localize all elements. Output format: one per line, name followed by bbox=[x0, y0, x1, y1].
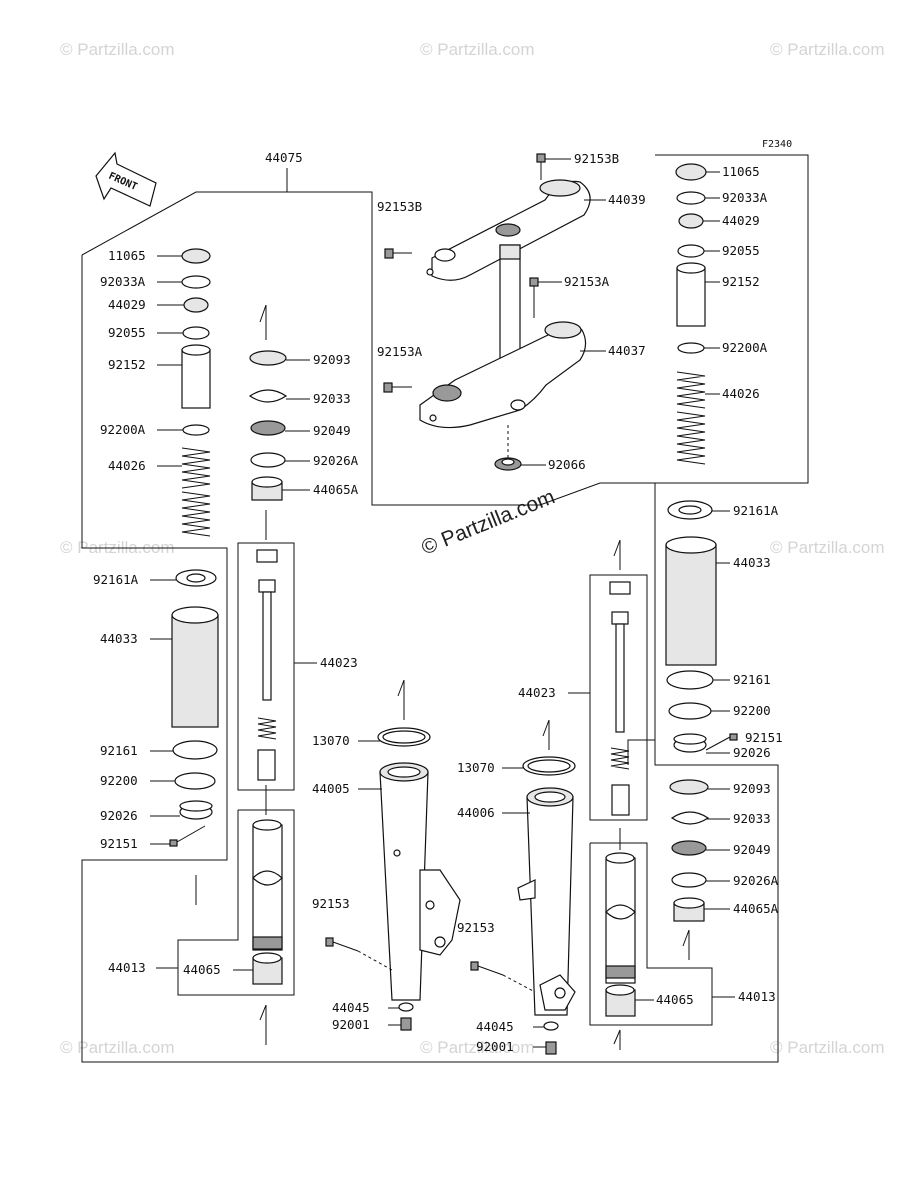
part-label[interactable]: 92093 bbox=[313, 352, 351, 367]
part-label[interactable]: 92033 bbox=[733, 811, 771, 826]
watermark-text: © Partzilla.com bbox=[60, 40, 175, 59]
part-label[interactable]: 13070 bbox=[312, 733, 350, 748]
part-label[interactable]: 92001 bbox=[332, 1017, 370, 1032]
part-label[interactable]: 92161 bbox=[733, 672, 771, 687]
center-left-column-parts bbox=[248, 304, 288, 1045]
figure-code: F2340 bbox=[762, 139, 792, 150]
watermark-main: © Partzilla.com bbox=[418, 485, 558, 559]
part-label[interactable]: 92161A bbox=[733, 503, 779, 518]
part-label[interactable]: 92033 bbox=[313, 391, 351, 406]
part-label[interactable]: 44033 bbox=[733, 555, 771, 570]
part-label[interactable]: 44065A bbox=[313, 482, 359, 497]
part-label[interactable]: 92151 bbox=[100, 836, 138, 851]
part-label[interactable]: 92153A bbox=[564, 274, 610, 289]
part-label[interactable]: 44029 bbox=[108, 297, 146, 312]
part-labels: 44075 92153B 44039 92153B 92153A 92153A … bbox=[93, 150, 783, 1054]
part-label[interactable]: 92200 bbox=[733, 703, 771, 718]
bolt-92153A-top bbox=[529, 277, 539, 318]
part-label[interactable]: 44033 bbox=[100, 631, 138, 646]
part-label[interactable]: 44039 bbox=[608, 192, 646, 207]
part-label[interactable]: 44037 bbox=[608, 343, 646, 358]
part-label[interactable]: 92049 bbox=[313, 423, 351, 438]
part-label[interactable]: 11065 bbox=[108, 248, 146, 263]
part-label[interactable]: 44026 bbox=[722, 386, 760, 401]
part-label[interactable]: 92153 bbox=[312, 896, 350, 911]
part-label[interactable]: 44006 bbox=[457, 805, 495, 820]
part-label[interactable]: 92161A bbox=[93, 572, 139, 587]
part-label[interactable]: 44005 bbox=[312, 781, 350, 796]
right-column-parts bbox=[665, 163, 738, 960]
part-label[interactable]: 92152 bbox=[108, 357, 146, 372]
part-label[interactable]: 92153A bbox=[377, 344, 423, 359]
bolt-92153B-left bbox=[384, 248, 412, 259]
screw-92151-right bbox=[705, 733, 738, 751]
part-label[interactable]: 92049 bbox=[733, 842, 771, 857]
part-label[interactable]: 44045 bbox=[476, 1019, 514, 1034]
part-label[interactable]: 44029 bbox=[722, 213, 760, 228]
part-label[interactable]: 44023 bbox=[518, 685, 556, 700]
part-label[interactable]: 92026A bbox=[313, 453, 359, 468]
leader-lines bbox=[150, 158, 730, 1048]
spring-44026-right bbox=[676, 371, 706, 465]
part-label[interactable]: 92152 bbox=[722, 274, 760, 289]
part-label[interactable]: 44075 bbox=[265, 150, 303, 165]
part-label[interactable]: 92055 bbox=[108, 325, 146, 340]
watermark-text: © Partzilla.com bbox=[60, 1038, 175, 1057]
part-label[interactable]: 44023 bbox=[320, 655, 358, 670]
outer-tube-44006 bbox=[470, 719, 576, 1055]
part-label[interactable]: 44013 bbox=[738, 989, 776, 1004]
bolt-92153-center-left bbox=[325, 937, 393, 971]
part-label[interactable]: 92033A bbox=[722, 190, 768, 205]
part-label[interactable]: 92093 bbox=[733, 781, 771, 796]
bolt-92153B-top bbox=[536, 153, 546, 180]
part-label[interactable]: 44065 bbox=[656, 992, 694, 1007]
part-label[interactable]: 92055 bbox=[722, 243, 760, 258]
part-label[interactable]: 92026 bbox=[100, 808, 138, 823]
watermark-text: © Partzilla.com bbox=[420, 1038, 535, 1057]
left-column-parts bbox=[169, 248, 219, 905]
part-label[interactable]: 92161 bbox=[100, 743, 138, 758]
center-right-column-parts bbox=[605, 539, 636, 1050]
screw-92151-left bbox=[169, 825, 206, 847]
part-label[interactable]: 92153B bbox=[377, 199, 422, 214]
part-label[interactable]: 44065A bbox=[733, 901, 779, 916]
front-arrow-icon: FRONT bbox=[95, 151, 157, 207]
part-label[interactable]: 92026A bbox=[733, 873, 779, 888]
part-label[interactable]: 92153B bbox=[574, 151, 619, 166]
part-label[interactable]: 44013 bbox=[108, 960, 146, 975]
watermark-text: © Partzilla.com bbox=[770, 1038, 885, 1057]
steering-stem-44037 bbox=[419, 244, 587, 429]
part-label[interactable]: 92200A bbox=[100, 422, 146, 437]
part-label[interactable]: 11065 bbox=[722, 164, 760, 179]
part-label[interactable]: 92200 bbox=[100, 773, 138, 788]
watermark-text: © Partzilla.com bbox=[770, 40, 885, 59]
watermark-text: © Partzilla.com bbox=[420, 40, 535, 59]
part-label[interactable]: 44065 bbox=[183, 962, 221, 977]
upper-bracket-44039 bbox=[426, 179, 591, 281]
part-label[interactable]: 92200A bbox=[722, 340, 768, 355]
part-label[interactable]: 44045 bbox=[332, 1000, 370, 1015]
bolt-92153A-left bbox=[383, 382, 412, 393]
part-label[interactable]: 92033A bbox=[100, 274, 146, 289]
part-label[interactable]: 13070 bbox=[457, 760, 495, 775]
part-label[interactable]: 92153 bbox=[457, 920, 495, 935]
part-label[interactable]: 92066 bbox=[548, 457, 586, 472]
part-label[interactable]: 92151 bbox=[745, 730, 783, 745]
spring-44026-left bbox=[181, 447, 211, 537]
outer-tube-44005 bbox=[325, 679, 461, 1031]
part-label[interactable]: 92001 bbox=[476, 1039, 514, 1054]
bolt-92153-center-right bbox=[470, 961, 536, 993]
part-label[interactable]: 44026 bbox=[108, 458, 146, 473]
nut-92066 bbox=[494, 425, 522, 471]
part-label[interactable]: 92026 bbox=[733, 745, 771, 760]
watermark-text: © Partzilla.com bbox=[770, 538, 885, 557]
